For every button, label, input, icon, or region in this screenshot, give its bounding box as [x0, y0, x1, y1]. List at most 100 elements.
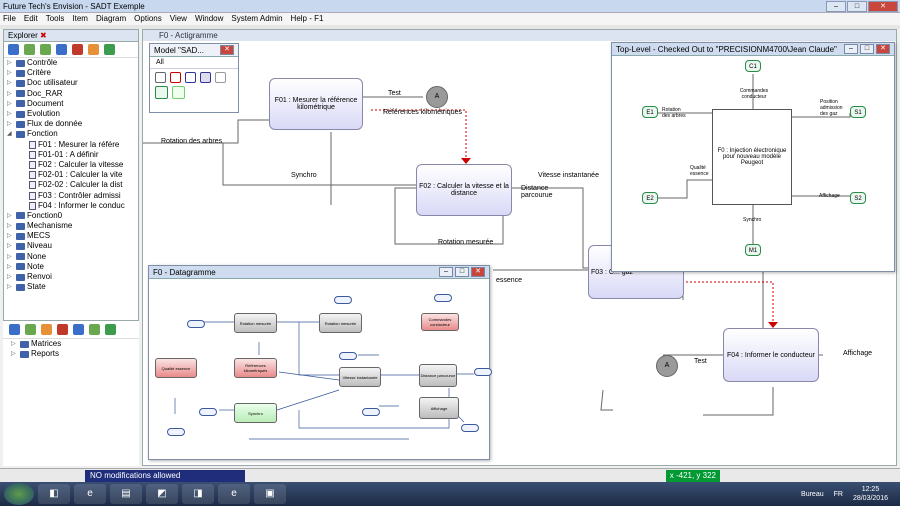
dg-max-button[interactable]: □: [455, 267, 469, 277]
menu-file[interactable]: File: [3, 14, 16, 23]
tree-item[interactable]: ▷Contrôle: [7, 58, 138, 68]
dg-node-commandes[interactable]: Commandes conducteur: [421, 313, 459, 331]
tree-item[interactable]: ▷Niveau: [7, 241, 138, 251]
tree-item[interactable]: ▷Mechanisme: [7, 221, 138, 231]
expander-icon[interactable]: ▷: [7, 223, 12, 230]
expander-icon[interactable]: ▷: [7, 70, 12, 77]
tree-item[interactable]: ▷State: [7, 282, 138, 292]
dg-node-rotation-2[interactable]: Rotation mesurée: [319, 313, 362, 333]
sync-icon[interactable]: [104, 44, 115, 55]
tree-item[interactable]: ▷Critère: [7, 68, 138, 78]
edit-icon[interactable]: [89, 324, 100, 335]
menu-system-admin[interactable]: System Admin: [231, 14, 283, 23]
connector-icon[interactable]: [185, 72, 196, 83]
tree-item[interactable]: ▷Evolution: [7, 109, 138, 119]
tl-close-button[interactable]: ✕: [876, 44, 890, 54]
key-icon[interactable]: [88, 44, 99, 55]
start-button[interactable]: [4, 483, 34, 505]
oval-shape-icon[interactable]: [155, 86, 168, 99]
explorer-tab[interactable]: Explorer ✖: [4, 30, 138, 42]
note-shape-icon[interactable]: [172, 86, 185, 99]
menu-tools[interactable]: Tools: [45, 14, 65, 23]
tree-item[interactable]: F02-02 : Calculer la dist: [7, 180, 138, 190]
expander-icon[interactable]: ▷: [7, 100, 12, 107]
pointer-icon[interactable]: [155, 72, 166, 83]
maximize-button[interactable]: □: [847, 1, 867, 12]
toplevel-box[interactable]: F0 : Injection électronique pour nouveau…: [712, 109, 792, 205]
matrix-icon[interactable]: [9, 324, 20, 335]
tree-item-reports[interactable]: ▷Reports: [11, 349, 60, 359]
menu-options[interactable]: Options: [134, 14, 162, 23]
delete-icon[interactable]: [57, 324, 68, 335]
oval-s1[interactable]: S1: [850, 106, 866, 118]
tl-max-button[interactable]: □: [860, 44, 874, 54]
folder-icon[interactable]: [41, 324, 52, 335]
tree-item[interactable]: ▷Flux de donnée: [7, 119, 138, 129]
expander-icon[interactable]: ▷: [7, 263, 12, 270]
tree-item-matrices[interactable]: ▷Matrices: [11, 339, 62, 349]
project-icon[interactable]: ◩: [146, 484, 178, 504]
menu-item[interactable]: Item: [72, 14, 88, 23]
close-button[interactable]: ✕: [868, 1, 898, 12]
dg-node-rotation-1[interactable]: Rotation mesurée: [234, 313, 277, 333]
menu-edit[interactable]: Edit: [23, 14, 38, 23]
dg-close-button[interactable]: ✕: [471, 267, 485, 277]
palette-tab[interactable]: All: [150, 57, 238, 69]
outlook2-icon[interactable]: ◨: [182, 484, 214, 504]
tree-item[interactable]: ▷None: [7, 252, 138, 262]
tree-item[interactable]: ▷MECS: [7, 231, 138, 241]
dg-node-qualite[interactable]: Qualité essence: [155, 358, 197, 378]
menu-help[interactable]: Help - F1: [290, 14, 324, 23]
expander-icon[interactable]: ▷: [7, 243, 12, 250]
tree-item[interactable]: ▷Renvoi: [7, 272, 138, 282]
sync-icon[interactable]: [105, 324, 116, 335]
oval-m1[interactable]: M1: [745, 244, 761, 256]
palette-close-button[interactable]: ✕: [220, 45, 234, 55]
box-f04[interactable]: F04 : Informer le conducteur: [723, 328, 819, 382]
expander-icon[interactable]: ▷: [7, 274, 12, 281]
move-icon[interactable]: [73, 324, 84, 335]
ie-icon[interactable]: e: [74, 484, 106, 504]
report-icon[interactable]: [25, 324, 36, 335]
tree-item[interactable]: F02 : Calculer la vitesse: [7, 160, 138, 170]
expander-icon[interactable]: ◢: [7, 131, 12, 138]
dg-node-distance[interactable]: Distance parcourue: [419, 364, 457, 387]
tree-item[interactable]: F03 : Contrôler admissi: [7, 190, 138, 200]
menu-view[interactable]: View: [169, 14, 187, 23]
explorer-icon[interactable]: ▤: [110, 484, 142, 504]
tree-item[interactable]: F02-01 : Calculer la vite: [7, 170, 138, 180]
expander-icon[interactable]: ▷: [7, 284, 12, 291]
tree-item[interactable]: F01 : Mesurer la référe: [7, 140, 138, 150]
refresh-icon[interactable]: [8, 44, 19, 55]
dg-node-vitesse[interactable]: Vitesse instantanée: [339, 367, 381, 387]
expander-icon[interactable]: ▷: [7, 80, 12, 87]
tree-item[interactable]: ▷Document: [7, 99, 138, 109]
minimize-button[interactable]: –: [826, 1, 846, 12]
add-icon[interactable]: [24, 44, 35, 55]
check-icon[interactable]: [40, 44, 51, 55]
expander-icon[interactable]: ▷: [7, 212, 12, 219]
dg-min-button[interactable]: –: [439, 267, 453, 277]
browser-icon[interactable]: e: [218, 484, 250, 504]
tree-item[interactable]: ▷Doc utilisateur: [7, 78, 138, 88]
box-f01[interactable]: F01 : Mesurer la référence kilométrique: [269, 78, 363, 130]
step-icon[interactable]: [215, 72, 226, 83]
tree-item[interactable]: ▷Note: [7, 262, 138, 272]
expander-icon[interactable]: ▷: [7, 111, 12, 118]
tree-item[interactable]: F04 : Informer le conduc: [7, 201, 138, 211]
delete-icon[interactable]: [72, 44, 83, 55]
oval-e1[interactable]: E1: [642, 106, 658, 118]
oval-c1[interactable]: C1: [745, 60, 761, 72]
dg-node-affichage[interactable]: Affichage: [419, 397, 459, 419]
circle-a-top[interactable]: A: [426, 86, 448, 108]
box-f02[interactable]: F02 : Calculer la vitesse et la distance: [416, 164, 512, 216]
oval-s2[interactable]: S2: [850, 192, 866, 204]
box-tool-icon[interactable]: [200, 72, 211, 83]
menu-window[interactable]: Window: [194, 14, 224, 23]
envision-icon[interactable]: ▣: [254, 484, 286, 504]
expander-icon[interactable]: ▷: [7, 233, 12, 240]
tree-item[interactable]: F01-01 : A définir: [7, 150, 138, 160]
tree-item[interactable]: ▷Doc_RAR: [7, 89, 138, 99]
outlook-icon[interactable]: ◧: [38, 484, 70, 504]
menu-diagram[interactable]: Diagram: [95, 14, 127, 23]
